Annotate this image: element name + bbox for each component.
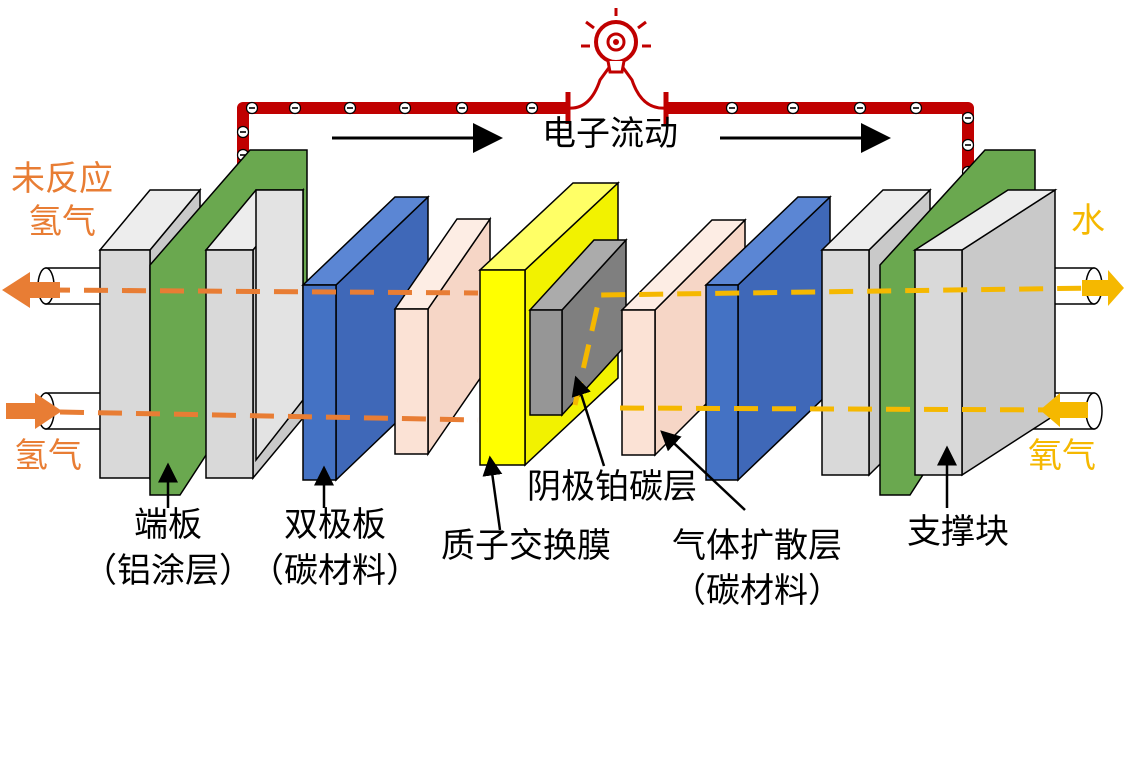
hydrogen-out-path bbox=[45, 287, 479, 296]
bipolar-plate-label: 双极板 bbox=[284, 505, 386, 545]
bipolar-plate-left bbox=[301, 195, 430, 482]
electron-minus-icon bbox=[961, 138, 975, 152]
gdl-leader bbox=[660, 430, 746, 511]
end-plate-label: 端板 bbox=[134, 505, 202, 545]
gas-diffusion-layer-left bbox=[393, 216, 492, 457]
water-out-arrow bbox=[1082, 270, 1124, 306]
unreacted-label-line2: 氢气 bbox=[28, 202, 96, 242]
gdl-sublabel: （碳材料） bbox=[672, 571, 842, 611]
electron-minus-icon bbox=[725, 101, 739, 115]
hydrogen-flow bbox=[45, 287, 479, 423]
electron-minus-icon bbox=[961, 111, 975, 125]
unreacted-hydrogen-arrow bbox=[2, 272, 60, 308]
bipolar-plate-sublabel: （碳材料） bbox=[250, 551, 420, 591]
electron-minus-icon bbox=[853, 101, 867, 115]
gdl-label: 气体扩散层 bbox=[672, 526, 842, 566]
electron-minus-icon bbox=[288, 101, 302, 115]
support-block-label: 支撑块 bbox=[907, 512, 1009, 552]
electron-minus-icon bbox=[343, 101, 357, 115]
end-plate-sublabel: （铝涂层） bbox=[83, 551, 253, 591]
pem-leader bbox=[482, 455, 503, 531]
oxygen-in-arrow bbox=[1040, 393, 1088, 427]
electron-minus-icon bbox=[909, 101, 923, 115]
end-plate-left-inner bbox=[204, 187, 305, 481]
electron-minus-icon bbox=[398, 101, 412, 115]
water-label: 水 bbox=[1071, 201, 1105, 241]
pem-label: 质子交换膜 bbox=[441, 526, 611, 566]
leader-arrows bbox=[158, 375, 957, 531]
cathode-catalyst-label: 阴极铂碳层 bbox=[527, 467, 697, 507]
hydrogen-in-path bbox=[59, 409, 479, 423]
hydrogen-in-arrow bbox=[6, 393, 62, 429]
electron-flow-label: 电子流动 bbox=[542, 114, 678, 154]
electron-minus-icon bbox=[525, 101, 539, 115]
lightbulb-icon bbox=[581, 8, 651, 74]
unreacted-label-line1: 未反应 bbox=[11, 159, 113, 199]
electron-minus-icon bbox=[786, 101, 800, 115]
hydrogen-label: 氢气 bbox=[14, 436, 82, 476]
bipolar-plate-right bbox=[704, 195, 832, 482]
electron-minus-icon bbox=[236, 125, 250, 139]
electron-minus-icon bbox=[245, 101, 259, 115]
electron-minus-icon bbox=[455, 101, 469, 115]
oxygen-label: 氧气 bbox=[1028, 436, 1096, 476]
catalyst-leader bbox=[571, 375, 606, 467]
